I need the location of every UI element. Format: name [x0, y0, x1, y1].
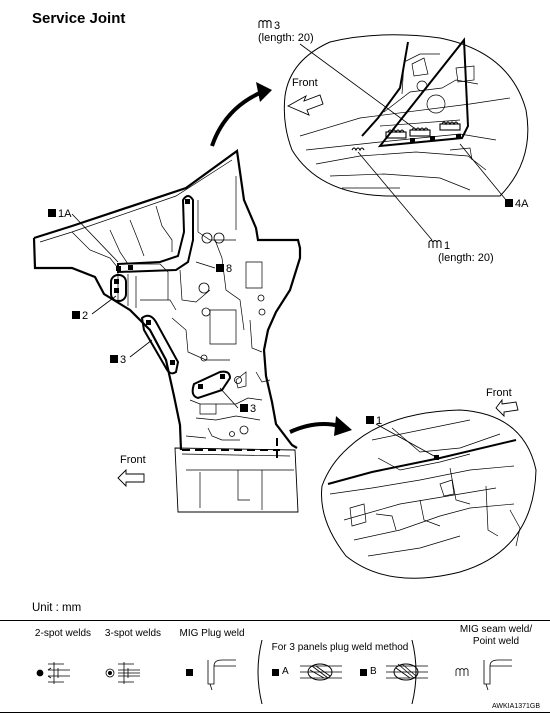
callout-markers [48, 199, 513, 424]
legend-icons [36, 639, 512, 705]
three-panel-a-icon [272, 669, 279, 676]
front-label-left: Front [120, 454, 146, 466]
legend-three-spot-label: 3-spot welds [104, 628, 162, 639]
legend-mig-seam-label: MIG seam weld/ Point weld [459, 624, 533, 647]
callout-8: 8 [226, 263, 232, 275]
curved-arrow-lower [289, 416, 352, 436]
callout-3-top-count: 3 [274, 20, 280, 32]
panel-lower-box [174, 447, 299, 513]
callout-1-top-length: (length: 20) [438, 252, 494, 264]
front-label-top: Front [292, 77, 318, 89]
page-title: Service Joint [32, 10, 126, 27]
seam-icon-callout-1 [428, 240, 442, 248]
seam-3-left [140, 314, 180, 375]
callout-1-lower: 1 [376, 415, 382, 427]
seam-icon-callout-3 [258, 20, 272, 28]
legend-two-spot-label: 2-spot welds [34, 628, 92, 639]
seam-3-lower [191, 370, 232, 400]
front-arrow-lower: Front [486, 387, 519, 418]
legend-mig-plug-label: MIG Plug weld [179, 628, 245, 639]
seam-2 [110, 274, 127, 302]
callout-1a: 1A [58, 208, 72, 220]
detail-circle-lower [321, 409, 537, 579]
unit-label: Unit : mm [32, 602, 82, 614]
legend-bottom-rule [0, 712, 550, 713]
callout-4a: 4A [515, 198, 529, 210]
legend-three-panels-label: For 3 panels plug weld method [271, 642, 409, 653]
front-label-lower: Front [486, 387, 512, 399]
legend-b-label: B [370, 666, 377, 677]
mig-plug-icon [186, 669, 193, 676]
document-code: AWKIA1371GB [492, 703, 540, 710]
legend-divider [0, 620, 550, 621]
two-spot-icon [36, 669, 44, 677]
seam-8 [117, 195, 194, 274]
callout-3-top-length: (length: 20) [258, 32, 314, 44]
callout-3-left: 3 [120, 354, 126, 366]
leader-lines [71, 213, 239, 409]
mig-seam-icon [455, 668, 469, 676]
callout-2: 2 [82, 310, 88, 322]
detail-circle-top [283, 34, 529, 241]
legend-a-label: A [282, 666, 289, 677]
panel-outline [32, 149, 302, 451]
front-arrow-top: Front [286, 77, 324, 116]
three-spot-icon [105, 668, 115, 678]
three-panel-b-icon [360, 669, 367, 676]
curved-arrow-top [210, 82, 272, 147]
cut-line [182, 438, 280, 458]
callout-1-top-count: 1 [444, 240, 450, 252]
callout-3-lower: 3 [250, 403, 256, 415]
front-arrow-left: Front [117, 454, 146, 488]
main-panel [32, 149, 302, 513]
